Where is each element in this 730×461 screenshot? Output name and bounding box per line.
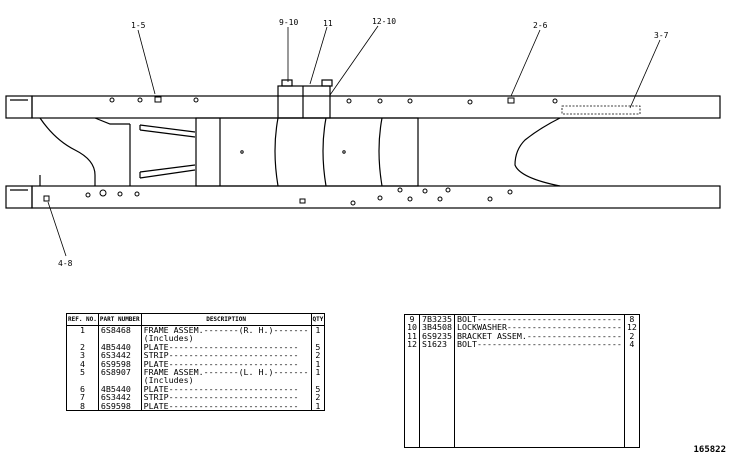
qty-cell: 8 <box>629 314 635 324</box>
desc-cell: PLATE-------------------------- <box>141 384 312 393</box>
desc-cell: PLATE-------------------------- <box>141 359 312 368</box>
desc-cell: BRACKET ASSEM.------------------- <box>454 331 625 340</box>
qty-cell: 2 <box>315 392 321 403</box>
desc-cell: (Includes) <box>141 376 312 385</box>
part-cell: 6S8468 <box>98 325 142 335</box>
upper-frame-rail <box>31 95 721 119</box>
desc-cell: STRIP-------------------------- <box>141 393 312 402</box>
callout-2-6: 2-6 <box>533 21 548 30</box>
ref-cell: 2 <box>66 342 99 351</box>
ref-cell <box>66 334 99 343</box>
lower-horn <box>5 185 33 209</box>
callout-12-10: 12-10 <box>372 17 396 26</box>
desc-cell: LOCKWASHER----------------------- <box>454 323 625 332</box>
callout-3-7: 3-7 <box>654 31 669 40</box>
front-crossmember <box>39 117 96 186</box>
qty-cell: 2 <box>315 350 321 361</box>
center-body <box>195 117 419 187</box>
ref-cell: 11 <box>404 331 420 340</box>
part-cell: 6S3442 <box>98 393 142 402</box>
strip-outline <box>561 105 641 115</box>
desc-cell: BOLT----------------------------- <box>454 314 625 324</box>
qty-cell: 1 <box>315 358 321 369</box>
qty-cell: 4 <box>629 339 635 350</box>
callout-1-5: 1-5 <box>131 21 146 30</box>
desc-cell: PLATE-------------------------- <box>141 342 312 351</box>
header-ref: REF. NO. <box>66 313 99 326</box>
table-row: (Includes) <box>66 376 325 385</box>
qty-cell: 1 <box>315 325 321 335</box>
part-cell: 6S9598 <box>98 359 142 368</box>
desc-cell: BOLT----------------------------- <box>454 340 625 349</box>
desc-cell: FRAME ASSEM.-------(R. H.)------- <box>141 325 312 335</box>
upper-arm <box>139 124 196 138</box>
qty-cell: 5 <box>315 341 321 352</box>
qty-cell: 1 <box>315 400 321 411</box>
part-cell: 7B3235 <box>419 314 455 324</box>
callout-4-8: 4-8 <box>58 259 73 268</box>
qty-cell: 1 <box>315 367 321 378</box>
ref-cell <box>66 376 99 385</box>
ref-cell: 12 <box>404 340 420 349</box>
header-part-number: PART NUMBER <box>97 313 142 326</box>
ref-cell: 8 <box>66 402 99 411</box>
part-cell <box>98 334 142 343</box>
table-spacer-row <box>404 348 640 448</box>
part-cell: S1623 <box>419 340 455 349</box>
part-cell <box>98 376 142 385</box>
ref-cell: 3 <box>66 351 99 360</box>
qty-cell: 2 <box>629 330 635 341</box>
callout-11: 11 <box>323 19 333 28</box>
part-cell: 3B4508 <box>419 323 455 332</box>
ref-cell: 4 <box>66 359 99 368</box>
table-header-row: REF. NO. PART NUMBER DESCRIPTION QTY <box>66 313 326 326</box>
header-description: DESCRIPTION <box>140 313 312 326</box>
desc-cell: STRIP-------------------------- <box>141 351 312 360</box>
ref-cell: 9 <box>404 314 420 324</box>
ref-cell: 10 <box>404 323 420 332</box>
ref-cell: 1 <box>66 325 99 335</box>
lower-frame-rail <box>31 185 721 209</box>
bracket-assembly <box>277 85 331 119</box>
qty-cell: 5 <box>315 383 321 394</box>
figure-id: 165822 <box>693 445 726 455</box>
ref-cell: 7 <box>66 393 99 402</box>
table-row: (Includes) <box>66 334 325 343</box>
part-cell: 6S8907 <box>98 368 142 376</box>
ref-cell: 6 <box>66 384 99 393</box>
desc-cell: (Includes) <box>141 334 312 343</box>
upper-horn <box>5 95 33 119</box>
callout-9-10: 9-10 <box>279 18 298 27</box>
part-cell: 6S3442 <box>98 351 142 360</box>
rear-crossmember <box>514 117 561 187</box>
part-cell: 4B5440 <box>98 342 142 351</box>
header-qty: QTY <box>310 313 326 326</box>
part-cell: 6S9235 <box>419 331 455 340</box>
part-cell: 6S9598 <box>98 402 142 411</box>
desc-cell: PLATE-------------------------- <box>141 402 312 411</box>
lower-arm <box>139 164 196 179</box>
part-cell: 4B5440 <box>98 384 142 393</box>
qty-cell: 12 <box>626 322 637 333</box>
desc-cell: FRAME ASSEM.-------(L. H.)------- <box>141 368 312 376</box>
ref-cell: 5 <box>66 368 99 376</box>
